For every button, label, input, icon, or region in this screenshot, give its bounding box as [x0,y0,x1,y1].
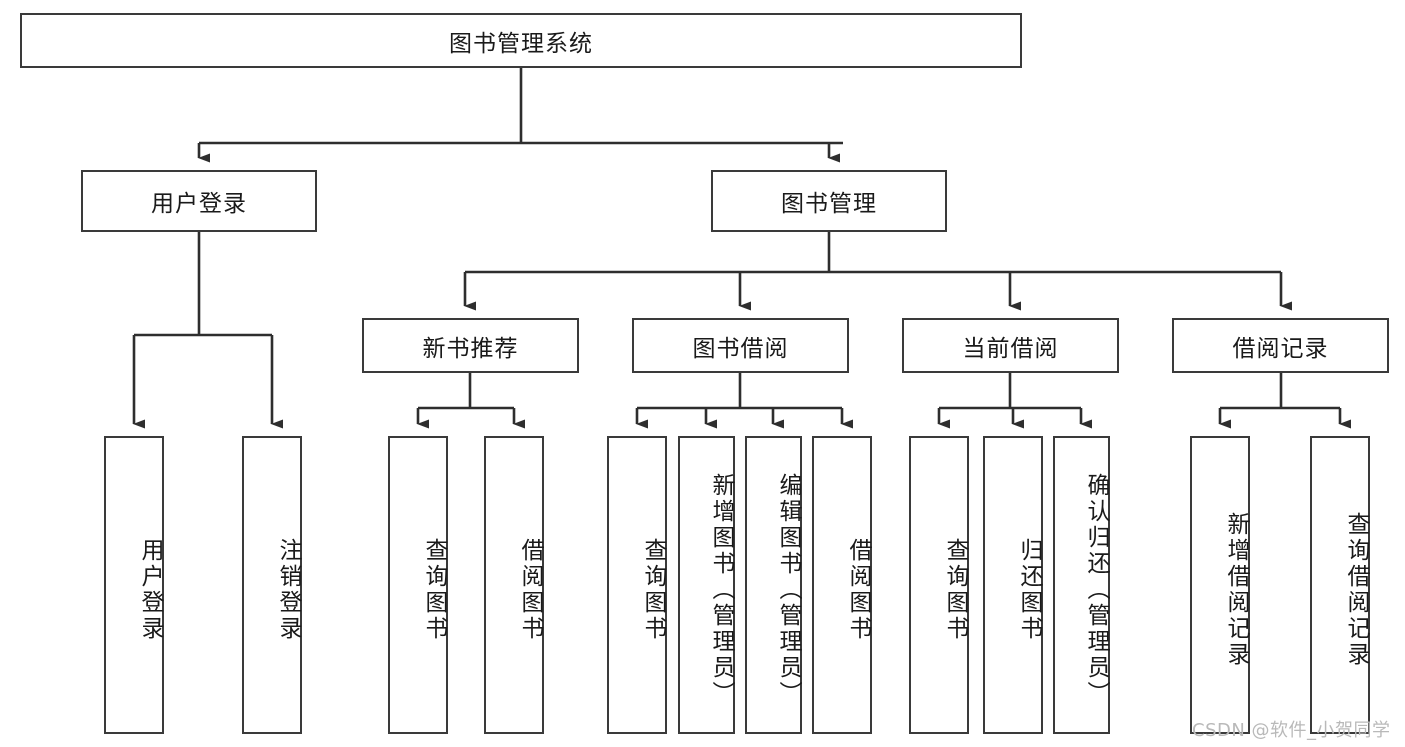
leaf-user-login[interactable]: 用户登录 [104,436,164,734]
node-label: 归还图书 [1016,538,1042,642]
leaf-add-borrow-record[interactable]: 新增借阅记录 [1190,436,1250,734]
leaf-logout[interactable]: 注销登录 [242,436,302,734]
connector-newbook-to-leaves [416,373,525,429]
node-root-system[interactable]: 图书管理系统 [20,13,1022,68]
node-label: 查询图书 [942,538,968,642]
node-label: 编辑图书（管理员） [775,473,801,707]
node-label: 新增借阅记录 [1223,512,1249,668]
node-label: 图书借阅 [692,335,789,362]
connector-userlogin-to-leaves [132,232,283,429]
node-label: 借阅图书 [845,538,871,642]
node-book-borrow[interactable]: 图书借阅 [632,318,849,373]
node-label: 用户登录 [137,538,163,642]
leaf-query-borrow-record[interactable]: 查询借阅记录 [1310,436,1370,734]
connector-borrow-to-leaves [635,373,853,429]
leaf-query-book-borrow[interactable]: 查询图书 [607,436,667,734]
leaf-borrow-book-newbook[interactable]: 借阅图书 [484,436,544,734]
connector-root-to-level1 [197,68,843,163]
leaf-query-book-current[interactable]: 查询图书 [909,436,969,734]
node-label: 图书管理系统 [449,30,593,57]
leaf-return-book[interactable]: 归还图书 [983,436,1043,734]
node-current-borrow[interactable]: 当前借阅 [902,318,1119,373]
node-user-login[interactable]: 用户登录 [81,170,317,232]
node-label: 新书推荐 [422,335,519,362]
connector-records-to-leaves [1218,373,1351,429]
leaf-edit-book-admin[interactable]: 编辑图书（管理员） [745,436,802,734]
node-label: 借阅图书 [517,538,543,642]
connector-bookmgmt-to-level2 [463,232,1292,311]
node-book-management[interactable]: 图书管理 [711,170,947,232]
node-label: 查询借阅记录 [1343,512,1369,668]
csdn-watermark: CSDN @软件_小贺同学 [1192,720,1391,741]
node-label: 新增图书（管理员） [708,473,734,707]
node-label: 图书管理 [781,191,877,217]
node-label: 当前借阅 [962,335,1059,362]
leaf-confirm-return-admin[interactable]: 确认归还（管理员） [1053,436,1110,734]
leaf-borrow-book[interactable]: 借阅图书 [812,436,872,734]
node-new-book-recommend[interactable]: 新书推荐 [362,318,579,373]
leaf-query-book-newbook[interactable]: 查询图书 [388,436,448,734]
node-label: 确认归还（管理员） [1083,473,1109,707]
node-label: 注销登录 [275,538,301,642]
node-label: 查询图书 [421,538,447,642]
connector-current-to-leaves [937,373,1092,429]
node-label: 借阅记录 [1232,335,1329,362]
node-borrow-records[interactable]: 借阅记录 [1172,318,1389,373]
node-label: 用户登录 [151,191,247,217]
node-label: 查询图书 [640,538,666,642]
leaf-add-book-admin[interactable]: 新增图书（管理员） [678,436,735,734]
